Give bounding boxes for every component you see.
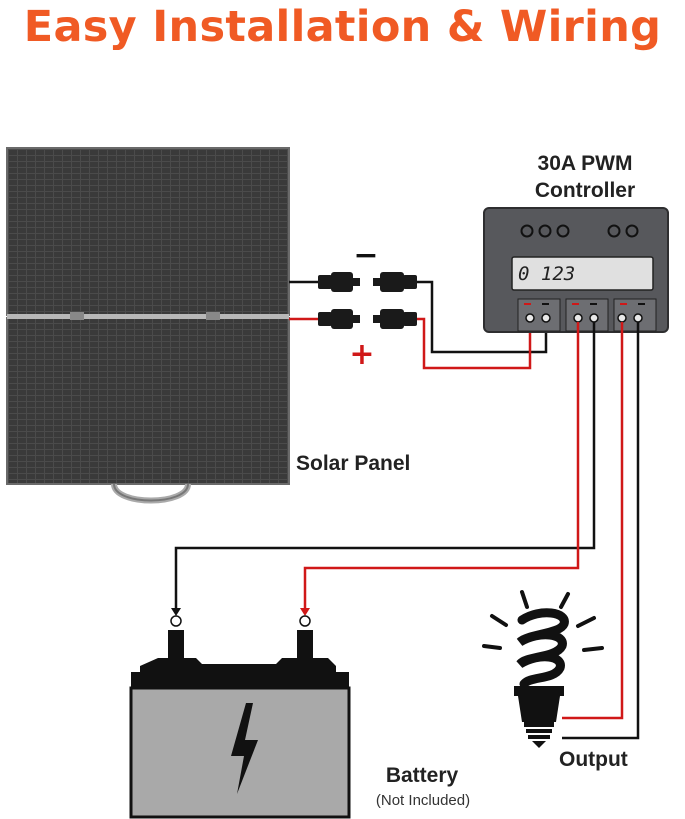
pwm-controller-icon: 0 123 (483, 207, 669, 333)
positive-sign: + (349, 337, 374, 372)
controller-display-value: 0 123 (518, 263, 575, 285)
controller-label-line1: 30A PWM (537, 152, 633, 175)
output-label: Output (559, 748, 628, 771)
solar-panel-icon (6, 147, 290, 504)
battery-note: (Not Included) (375, 792, 471, 809)
solar-panel-label: Solar Panel (296, 452, 411, 475)
light-bulb-icon (482, 590, 604, 748)
negative-sign: − (353, 238, 378, 273)
mc4-connector-icon (318, 272, 417, 329)
battery-icon (129, 615, 351, 819)
battery-label: Battery (385, 764, 459, 787)
page-title: Easy Installation & Wiring (23, 2, 662, 52)
lightning-bolt-icon (231, 703, 258, 794)
controller-label: 30A PWM Controller (500, 150, 670, 204)
controller-label-line2: Controller (534, 179, 636, 202)
